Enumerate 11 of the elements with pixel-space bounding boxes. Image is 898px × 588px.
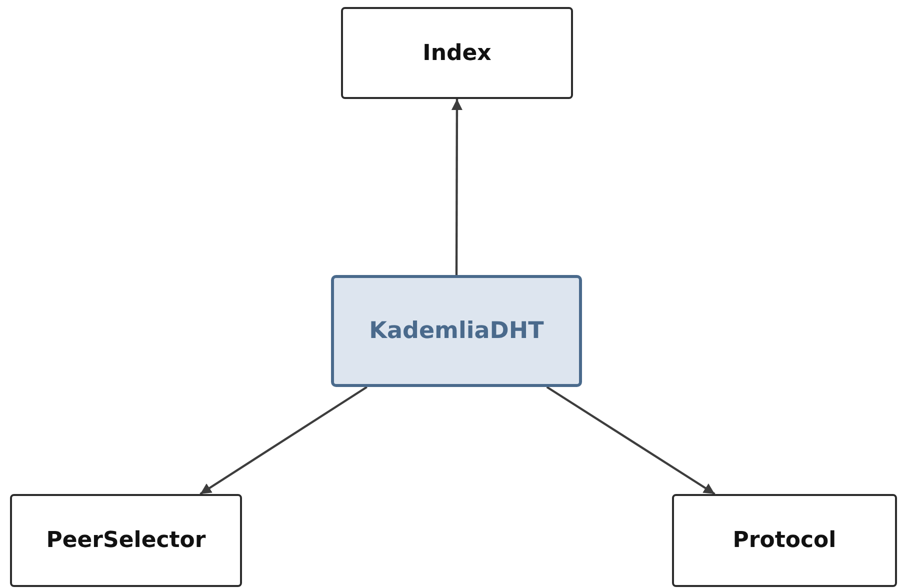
class-name: KademliaDHT <box>369 318 544 344</box>
class-name: PeerSelector <box>46 528 206 553</box>
class-box <box>10 494 242 587</box>
arrow <box>451 99 462 275</box>
arrow <box>546 386 716 495</box>
arrow <box>200 386 368 495</box>
class-name: Index <box>422 40 492 66</box>
class-box <box>341 7 573 99</box>
class-name: Protocol <box>732 528 836 553</box>
highlighted-class-box <box>331 275 582 387</box>
class-box <box>672 494 897 587</box>
